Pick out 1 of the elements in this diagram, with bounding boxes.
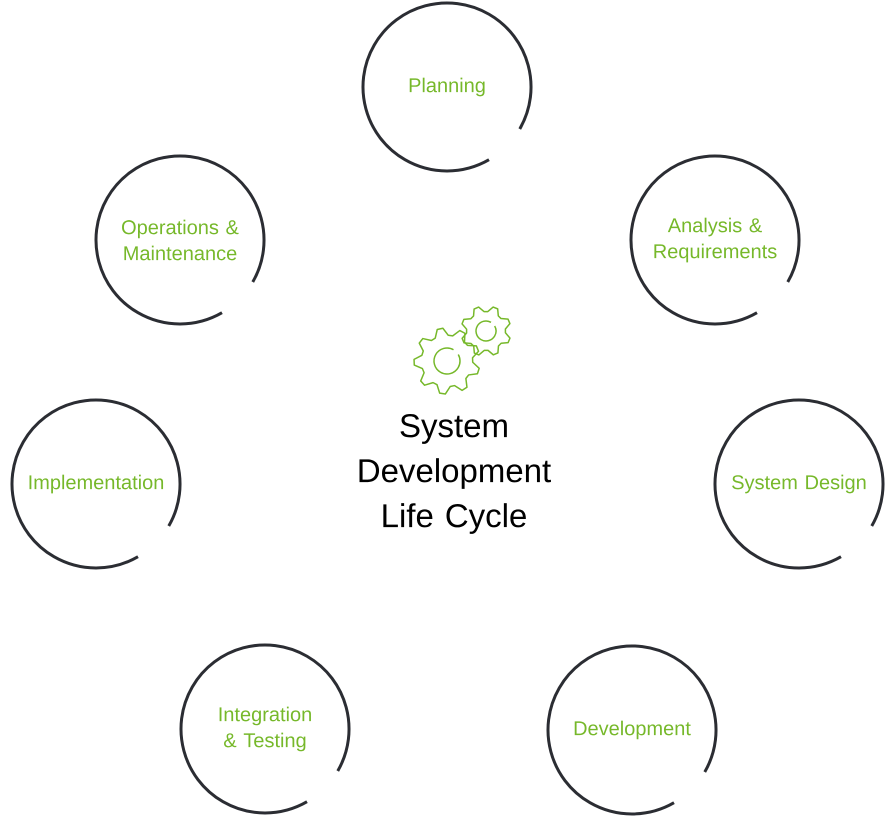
title: System Development Life Cycle <box>360 414 551 534</box>
